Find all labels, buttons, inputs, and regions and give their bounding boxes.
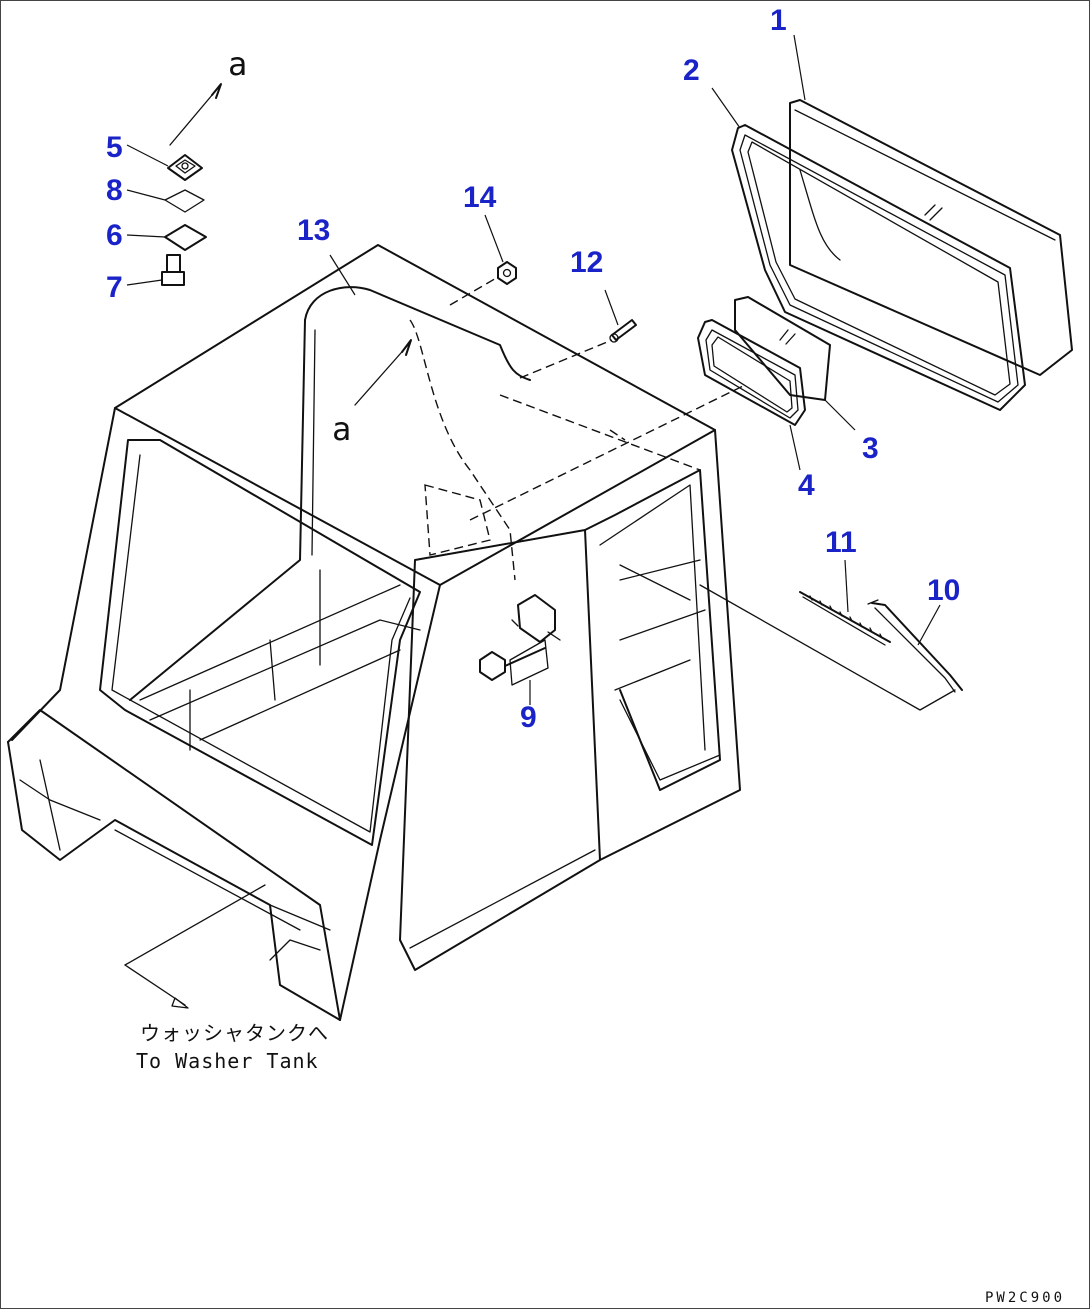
part-4-small-weatherstrip [697, 319, 806, 426]
view-ref-mid: a [332, 410, 351, 448]
note-english: To Washer Tank [136, 1049, 319, 1073]
cab-body [7, 244, 741, 1021]
note-japanese: ウォッシャタンクへ [140, 1021, 329, 1045]
part-1-glass [789, 99, 1073, 376]
window-dash-box [424, 484, 491, 556]
leader-lines [124, 34, 956, 1009]
part-10-wiper-arm [867, 599, 963, 693]
view-ref-top: a [228, 45, 247, 83]
part-2-weatherstrip [731, 124, 1026, 411]
part-3-small-glass [734, 296, 831, 401]
callout-3: 3 [862, 432, 879, 465]
callout-8: 8 [106, 174, 123, 207]
callout-9: 9 [520, 701, 537, 734]
callout-4: 4 [798, 469, 815, 502]
callout-12: 12 [570, 246, 603, 279]
washer-nozzle-stack [161, 154, 207, 286]
callout-2: 2 [683, 54, 700, 87]
callout-13: 13 [297, 214, 330, 247]
part-12-pin [609, 319, 637, 343]
callout-1: 1 [770, 4, 787, 37]
callout-5: 5 [106, 131, 123, 164]
callout-11: 11 [825, 526, 857, 559]
rear-glass-outline [409, 319, 516, 581]
callout-14: 14 [463, 181, 497, 214]
part-14-nut [497, 261, 517, 285]
callout-10: 10 [927, 574, 960, 607]
part-9-wiper-motor [479, 594, 561, 686]
callout-7: 7 [106, 271, 123, 304]
part-11-wiper-blade [799, 591, 891, 646]
callout-6: 6 [106, 219, 123, 252]
drawing-code: PW2C900 [985, 1290, 1065, 1306]
